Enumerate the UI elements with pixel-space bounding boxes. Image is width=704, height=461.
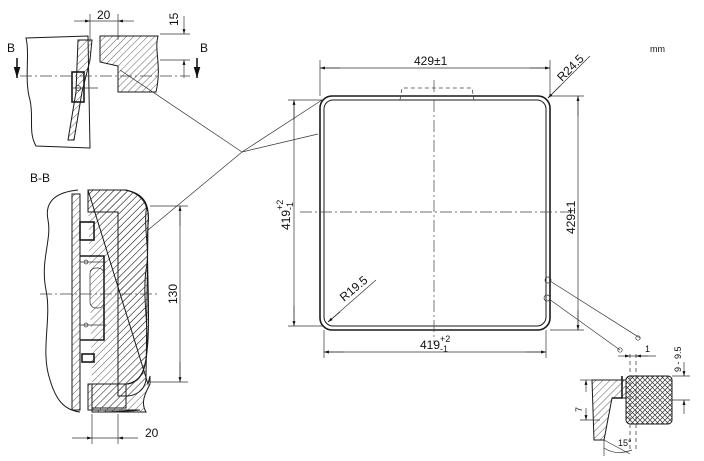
units-label: mm (650, 44, 665, 54)
detail-corner-thickness: 9 - 9.5 (673, 346, 683, 372)
leader-lines (119, 69, 323, 231)
panel-outer (319, 95, 551, 331)
clip-marker-2 (543, 294, 551, 302)
front-height-left-base: 419 (279, 210, 293, 230)
panel-inner (323, 99, 547, 327)
detail-corner: 1 9 - 9.5 7 15° (574, 344, 690, 456)
section-bb-panel (71, 193, 81, 411)
front-width-bottom-base: 419 (420, 338, 440, 352)
section-bb-height: 130 (166, 284, 180, 304)
section-bb-width: 20 (145, 426, 159, 440)
cut-marker-right: B (200, 41, 208, 55)
detail-top-break-outline (25, 35, 91, 149)
detail-top: B B 20 15 (7, 8, 208, 149)
front-width-top: 429±1 (414, 54, 448, 68)
detail-corner-depth: 7 (574, 407, 584, 412)
detail-corner-panel (591, 379, 627, 441)
front-height-left-tol-lower: -1 (285, 202, 295, 210)
front-width-bottom-tol-lower: -1 (440, 344, 448, 354)
front-outer-radius: R24.5 (554, 51, 587, 84)
section-bb-title: B-B (30, 171, 50, 185)
detail-corner-gap: 1 (645, 344, 650, 354)
front-height-right: 429±1 (564, 200, 578, 234)
front-width-bottom-tol-upper: +2 (440, 334, 450, 344)
front-view: 429±1 R24.5 429±1 419 +2 -1 R19.5 (275, 51, 591, 358)
detail-corner-angle: 15° (618, 438, 632, 448)
front-height-left-tol-upper: +2 (275, 200, 285, 210)
section-bb: B-B 130 20 (30, 171, 188, 444)
detail-top-wall (99, 35, 159, 93)
detail-top-clip (71, 71, 85, 103)
detail-top-width: 20 (97, 8, 111, 22)
detail-top-height: 15 (167, 12, 181, 26)
clip-marker-1 (544, 276, 552, 284)
cut-marker-left: B (7, 41, 15, 55)
detail-corner-wall (625, 375, 673, 425)
